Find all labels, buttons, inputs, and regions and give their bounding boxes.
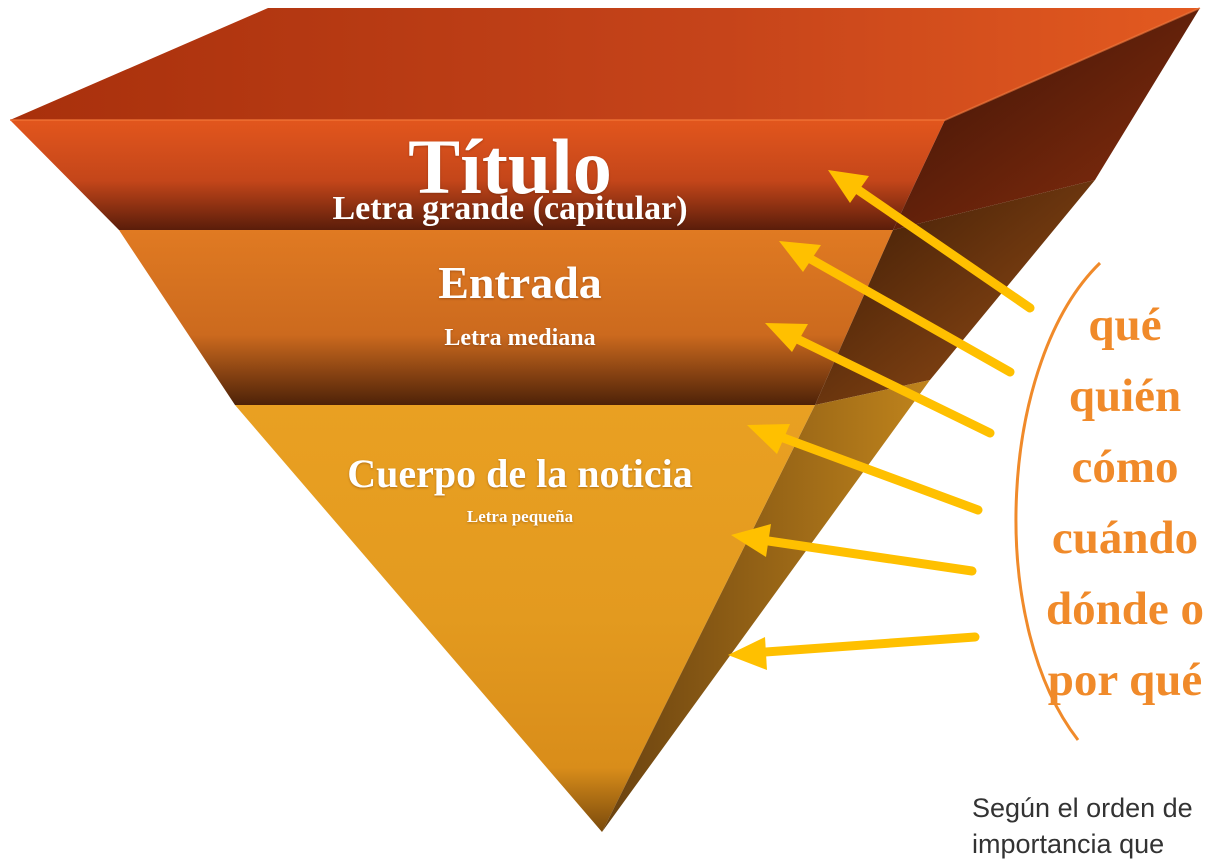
lead-label: Entrada <box>438 257 602 308</box>
body-label: Cuerpo de la noticia <box>347 451 693 496</box>
arrow-head <box>747 424 790 454</box>
question-item: cuándo <box>1051 512 1199 564</box>
title-layer <box>10 120 945 230</box>
lead-layer <box>119 230 893 405</box>
question-item: cómo <box>1071 441 1179 493</box>
caption-note: Según el orden de importancia que <box>972 793 1193 859</box>
arrows <box>728 170 1035 670</box>
arrow-line <box>795 248 1015 377</box>
question-item: quién <box>1068 370 1182 422</box>
body-layer <box>235 405 815 832</box>
arrow-head <box>728 637 767 670</box>
arrow-head <box>731 524 771 557</box>
bracket <box>1014 261 1102 741</box>
arrow-head <box>779 241 821 272</box>
questions-list: qué quién cómo cuándo dónde o por qué <box>1010 290 1213 716</box>
lead-sublabel: Letra mediana <box>444 325 596 351</box>
question-item: por qué <box>1047 654 1203 706</box>
arrow-head <box>765 323 808 352</box>
arrow-line <box>765 428 983 515</box>
pyramid-top-face <box>10 8 1200 120</box>
arrow-head <box>828 170 869 203</box>
arrow-line <box>747 632 980 658</box>
arrow-line <box>843 178 1035 313</box>
arrow-line <box>750 534 977 576</box>
question-item: dónde o <box>1045 583 1205 635</box>
arrow-line <box>782 329 995 438</box>
lead-layer-side <box>815 180 1095 405</box>
body-sublabel: Letra pequeña <box>466 507 574 526</box>
title-layer-side <box>893 8 1200 230</box>
title-sublabel: Letra grande (capitular) <box>332 190 688 227</box>
body-layer-side <box>602 380 930 832</box>
title-label: Título <box>408 123 612 210</box>
question-item: qué <box>1088 299 1162 351</box>
